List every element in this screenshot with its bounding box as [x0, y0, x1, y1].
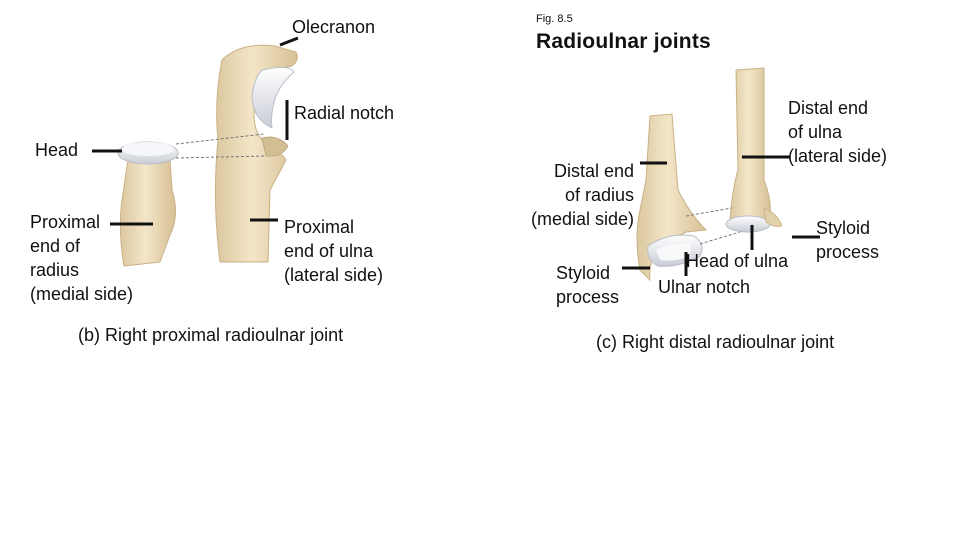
label-styloid-process-ulna: Styloid process [816, 218, 880, 262]
figure-title: Radioulnar joints [536, 30, 711, 53]
label-distal-end-of-ulna: Distal end of ulna (lateral side) [788, 98, 888, 166]
label-styloid-process-radius: Styloid process [556, 263, 620, 307]
label-head-of-ulna: Head of ulna [686, 251, 789, 271]
ulna-head [725, 215, 771, 233]
label-distal-end-of-radius: Distal end of radius (medial side) [530, 161, 634, 229]
figure-number: Fig. 8.5 [536, 13, 573, 25]
label-proximal-end-of-ulna: Proximal end of ulna (lateral side) [284, 217, 384, 285]
label-head: Head [35, 140, 79, 160]
label-proximal-end-of-radius: Proximal end of radius (medial side) [30, 212, 134, 304]
caption-panel-b: (b) Right proximal radioulnar joint [78, 325, 344, 345]
label-radial-notch: Radial notch [294, 103, 395, 123]
distal-ulna-bone [729, 67, 771, 223]
proximal-radius-bone [119, 159, 176, 267]
label-olecranon: Olecranon [292, 17, 376, 37]
leader-olecranon [279, 36, 299, 47]
label-ulnar-notch: Ulnar notch [658, 277, 751, 297]
caption-panel-c: (c) Right distal radioulnar joint [596, 332, 835, 352]
